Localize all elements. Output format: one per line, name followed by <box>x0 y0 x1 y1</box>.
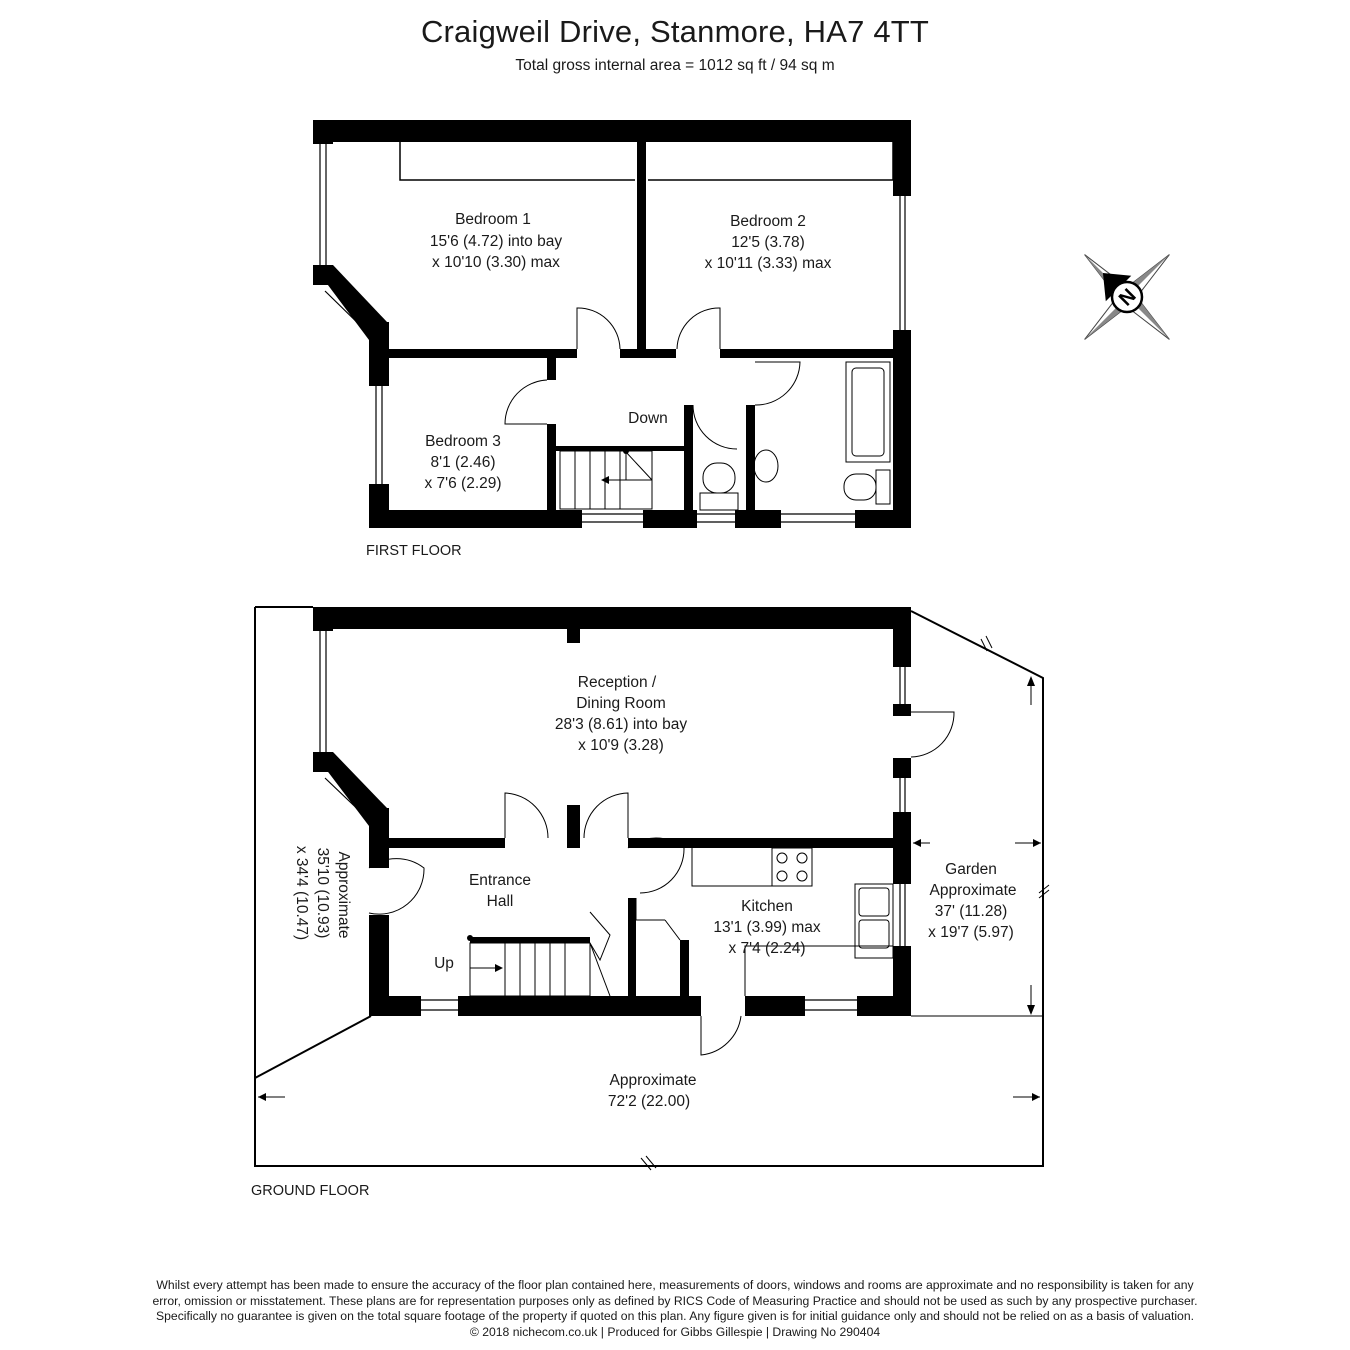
bedroom3-name: Bedroom 3 <box>425 433 501 450</box>
disclaimer: Whilst every attempt has been made to en… <box>40 1278 1310 1340</box>
bedroom1-dim2: x 10'10 (3.30) max <box>432 254 560 271</box>
bedroom1-dim1: 15'6 (4.72) into bay <box>430 233 562 250</box>
bedroom2-dim2: x 10'11 (3.33) max <box>705 255 832 272</box>
disclaimer-line1: Whilst every attempt has been made to en… <box>156 1278 1194 1292</box>
disclaimer-line2: error, omission or misstatement. These p… <box>152 1293 1198 1308</box>
reception-line2: Dining Room <box>576 695 666 712</box>
bedroom1-name: Bedroom 1 <box>455 211 531 228</box>
stairs-up-label: Up <box>434 955 454 972</box>
first-floor-label: FIRST FLOOR <box>366 543 462 559</box>
plot-width-line2: 72'2 (22.00) <box>608 1093 690 1110</box>
page-title: Craigweil Drive, Stanmore, HA7 4TT <box>420 14 930 49</box>
plot-side-line1: Approximate <box>335 851 352 938</box>
first-floor-plan: Bedroom 1 15'6 (4.72) into bay x 10'10 (… <box>313 120 911 559</box>
copyright-line: © 2018 nichecom.co.uk | Produced for Gib… <box>469 1324 881 1339</box>
kitchen-dim2: x 7'4 (2.24) <box>728 940 805 957</box>
first-floor-walls <box>313 120 911 528</box>
garden-dim2: x 19'7 (5.97) <box>928 924 1014 941</box>
stairs-down-label: Down <box>628 410 668 427</box>
plot-side-line3: x 34'4 (10.47) <box>293 846 310 940</box>
bedroom3-dim1: 8'1 (2.46) <box>431 454 496 471</box>
entrance-line2: Hall <box>487 893 514 910</box>
total-area: Total gross internal area = 1012 sq ft /… <box>515 57 835 74</box>
plot-boundary <box>254 606 1044 1167</box>
reception-line1: Reception / <box>578 674 657 691</box>
ground-floor-plan: Reception / Dining Room 28'3 (8.61) into… <box>251 606 1050 1199</box>
reception-dim1: 28'3 (8.61) into bay <box>555 716 687 733</box>
garden-dim1: 37' (11.28) <box>935 903 1007 920</box>
plot-width-line1: Approximate <box>609 1072 696 1089</box>
bedroom2-dim1: 12'5 (3.78) <box>731 234 805 251</box>
garden-line2: Approximate <box>929 882 1016 899</box>
kitchen-dim1: 13'1 (3.99) max <box>713 919 820 936</box>
reception-dim2: x 10'9 (3.28) <box>578 737 664 754</box>
plot-side-line2: 35'10 (10.93) <box>314 848 331 939</box>
entrance-line1: Entrance <box>469 872 531 889</box>
ground-floor-label: GROUND FLOOR <box>251 1183 369 1199</box>
kitchen-name: Kitchen <box>741 898 793 915</box>
north-arrow-icon: N <box>1084 254 1170 340</box>
garden-name: Garden <box>945 861 997 878</box>
ground-floor-walls <box>313 607 911 1016</box>
bedroom2-name: Bedroom 2 <box>730 213 806 230</box>
disclaimer-line3: Specifically no guarantee is given on th… <box>156 1309 1194 1323</box>
bedroom3-dim2: x 7'6 (2.29) <box>424 475 501 492</box>
